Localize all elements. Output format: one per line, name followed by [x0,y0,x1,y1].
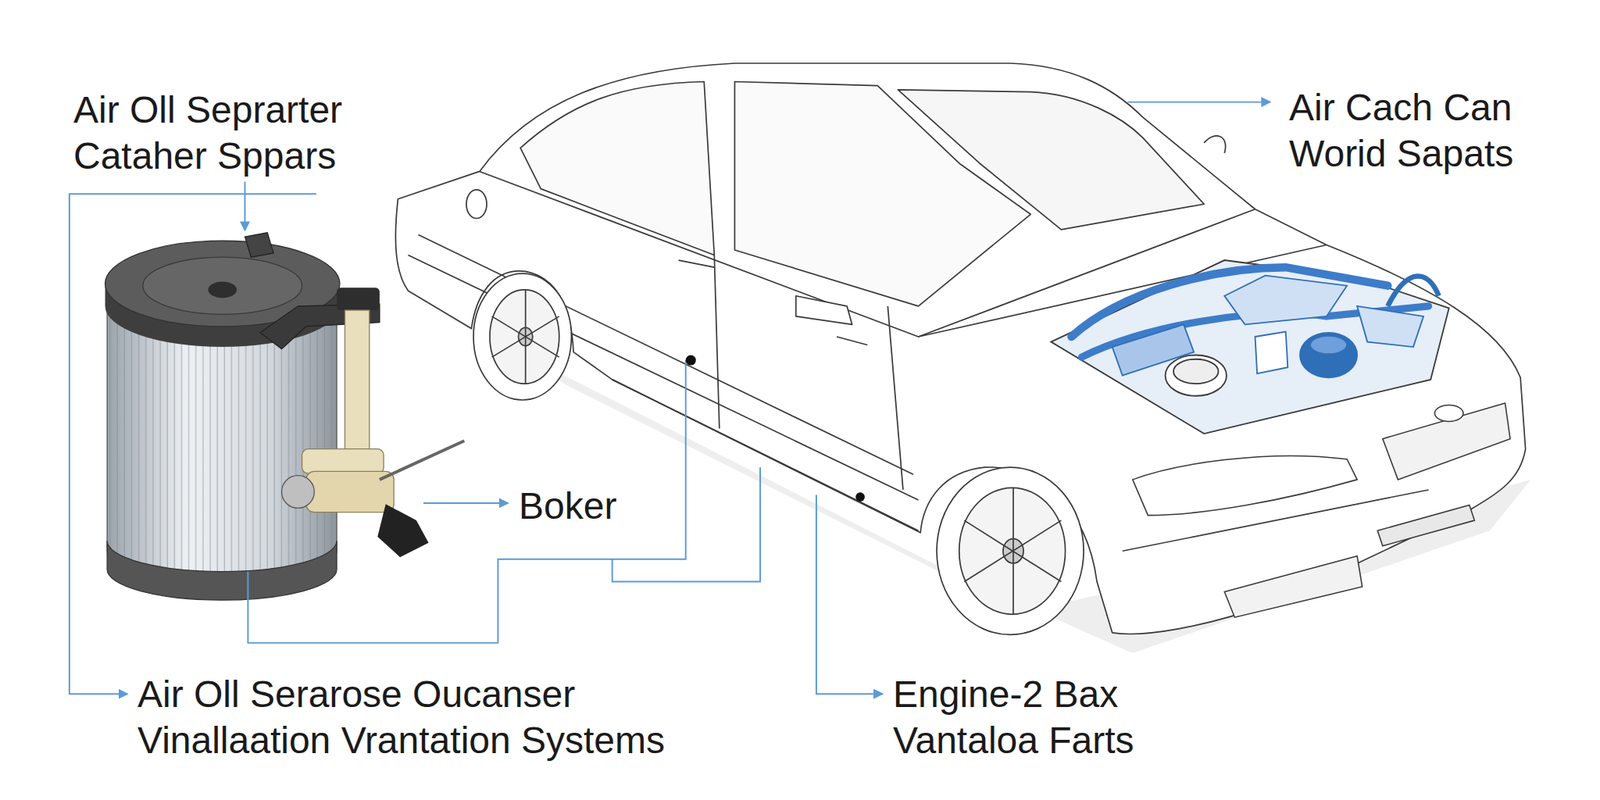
separator-canister [377,503,429,558]
car-front [1132,456,1358,516]
car-outline [678,260,715,268]
car-front [1122,489,1429,551]
separator-canister [281,475,315,509]
engine-bay [1173,359,1218,384]
car-wheel [959,487,1066,615]
engine-bay [1050,260,1449,434]
leader-line [612,467,761,582]
leader-dot [685,355,697,366]
separator-canister [207,281,237,298]
car-outline [1203,135,1225,154]
leader-line [1127,101,1271,104]
engine-bay [1300,332,1358,378]
leader-line [69,102,1271,695]
car-wheel [473,273,1084,635]
separator-canister [105,232,465,600]
car-outline [897,89,1204,230]
engine-bay [1255,331,1289,374]
separator-canister [244,232,274,258]
car-wheel [473,273,572,400]
separator-canister [142,257,303,315]
callout-label: Engine-2 Bax Vantaloa Farts [892,671,1175,764]
callout-label: Air Oll Seprarter Cataher Sppars [73,86,386,179]
car-outline [887,306,904,490]
engine-bay [1310,335,1347,355]
leader-line [247,360,686,643]
car-wheel [492,289,560,384]
car-front [1122,403,1511,618]
leader-line [816,494,883,694]
callout-label: Air Oll Serarose Oucanser Vinallaation V… [137,671,700,764]
separator-canister [344,310,369,454]
car-front [1434,405,1464,422]
car-outline [418,234,914,475]
leader-dot [855,492,865,502]
leader-line [243,181,246,231]
car-wheel [964,487,1061,615]
engine-bay [1050,260,1449,434]
car-wheel [489,289,560,384]
callout-label: Boker [518,482,675,529]
leader-dot [685,355,865,502]
car-outline [407,255,918,500]
engine-bay [1165,355,1227,397]
engine-bay [1224,275,1347,325]
separator-canister [379,440,465,480]
car-front [1377,505,1475,547]
car-outline [836,336,868,345]
leader-line [69,193,317,694]
car-outline [796,296,853,325]
separator-canister [336,287,380,311]
engine-bay [1071,267,1388,337]
car-outline [466,189,487,219]
car-outline [612,379,919,531]
separator-canister [302,449,384,474]
car-outline [520,81,715,255]
engine-bay [1357,306,1424,347]
car-front [1382,403,1511,480]
car-front [1224,556,1362,618]
callout-label: Air Cach Can Worid Sapats [1289,84,1547,177]
separator-canister [107,540,337,600]
car-wheel [936,467,1084,635]
leader-line [423,502,508,504]
engine-bay [1387,275,1439,306]
